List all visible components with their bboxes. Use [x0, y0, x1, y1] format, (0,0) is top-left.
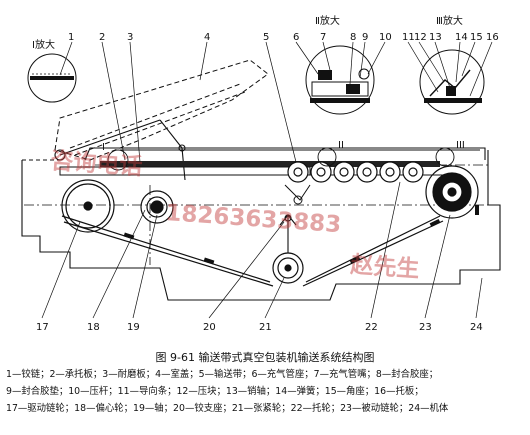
part-number: 7: [320, 32, 326, 43]
eccentric-wheel: [140, 190, 174, 224]
part-number: 17: [36, 322, 49, 333]
part-number: 21: [259, 322, 272, 333]
magnifier-iii: [419, 49, 485, 115]
part-number: 18: [87, 322, 100, 333]
part-number: 12: [414, 32, 427, 43]
part-number: 4: [204, 32, 210, 43]
magnifier-i: [27, 53, 77, 103]
closed-lid: [84, 147, 486, 161]
chamber-lid: [54, 59, 269, 161]
part-number: 8: [350, 32, 356, 43]
part-number: 1: [68, 32, 74, 43]
part-number: 20: [203, 322, 216, 333]
magnifier-ii: [305, 45, 375, 115]
carrier-rollers: [287, 161, 424, 183]
part-number: 9: [362, 32, 368, 43]
part-number: 10: [379, 32, 392, 43]
part-number: 11: [402, 32, 415, 43]
legend-line: 9—封合胶垫；10—压杆；11—导向条；12—压块；13—销轴；14—弹簧；15…: [6, 386, 424, 397]
callout-marker-i: I: [102, 142, 105, 153]
part-number: 24: [470, 322, 483, 333]
part-number: 15: [470, 32, 483, 43]
part-number: 22: [365, 322, 378, 333]
figure-caption: 图 9-61 输送带式真空包装机输送系统结构图: [155, 351, 375, 364]
part-number: 23: [419, 322, 432, 333]
part-number: 5: [263, 32, 269, 43]
tension-wheel: [272, 252, 304, 284]
machine-body: [21, 150, 501, 301]
legend-line: 17—驱动链轮；18—偏心轮；19—轴；20—铰支座；21—张紧轮；22—托轮；…: [6, 403, 449, 414]
legend-line: 1—铰链；2—承托板；3—耐磨板；4—室盖；5—输送带；6—充气管座；7—充气管…: [6, 369, 439, 380]
magnifier-ii-label: Ⅱ放大: [315, 14, 340, 27]
magnifier-iii-label: Ⅲ放大: [436, 14, 463, 27]
callout-circles: [107, 147, 455, 171]
callout-marker-ii: II: [338, 140, 344, 151]
conveyor-vacuum-packer-diagram: I II III Ⅰ放大 Ⅱ放大 Ⅲ放大 1 2 3 4 5 6 7 8: [21, 14, 501, 333]
parts-legend: 1—铰链；2—承托板；3—耐磨板；4—室盖；5—输送带；6—充气管座；7—充气管…: [6, 366, 526, 417]
part-number: 6: [293, 32, 299, 43]
callout-marker-iii: III: [456, 140, 465, 151]
part-number: 2: [99, 32, 105, 43]
watermark-name: 赵先生: [349, 252, 421, 283]
part-number: 19: [127, 322, 140, 333]
conveyor-belt-bottom: [61, 215, 444, 287]
part-number: 16: [486, 32, 499, 43]
driven-sprocket: [425, 165, 479, 219]
part-number: 14: [455, 32, 468, 43]
leader-lines: [41, 41, 493, 319]
watermark-phone: 18263633883: [165, 200, 342, 238]
magnifier-i-label: Ⅰ放大: [32, 38, 55, 51]
watermark-text: 咨询电话: [50, 147, 144, 180]
roller-bracket: [284, 184, 311, 205]
hinge-support: [279, 214, 297, 253]
part-number: 3: [127, 32, 133, 43]
part-number: 13: [429, 32, 442, 43]
drive-sprocket: [61, 179, 115, 233]
